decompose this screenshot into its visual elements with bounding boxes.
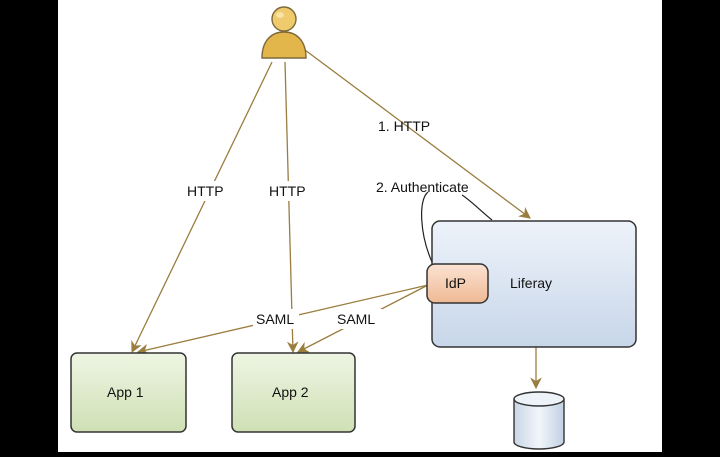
edge-user-to-liferay xyxy=(304,49,531,219)
authenticate-callout-left xyxy=(421,191,433,263)
liferay-label: Liferay xyxy=(510,275,552,291)
label-http-app1: HTTP xyxy=(187,183,224,199)
label-2-authenticate: 2. Authenticate xyxy=(376,179,469,195)
edge-user-to-app1 xyxy=(131,61,273,354)
app2-box xyxy=(231,352,356,433)
authenticate-callout-right xyxy=(461,194,493,221)
label-saml-app2: SAML xyxy=(337,311,375,327)
app1-box xyxy=(70,352,187,433)
app1-label: App 1 xyxy=(107,384,144,400)
app2-label: App 2 xyxy=(272,384,309,400)
edge-user-to-app2 xyxy=(284,61,299,354)
user-icon xyxy=(261,6,307,59)
label-http-app2: HTTP xyxy=(269,183,306,199)
label-1-http: 1. HTTP xyxy=(378,118,430,134)
idp-label: IdP xyxy=(445,275,466,291)
idp-box xyxy=(426,263,489,304)
database-icon xyxy=(513,391,565,450)
label-saml-app1: SAML xyxy=(256,311,294,327)
